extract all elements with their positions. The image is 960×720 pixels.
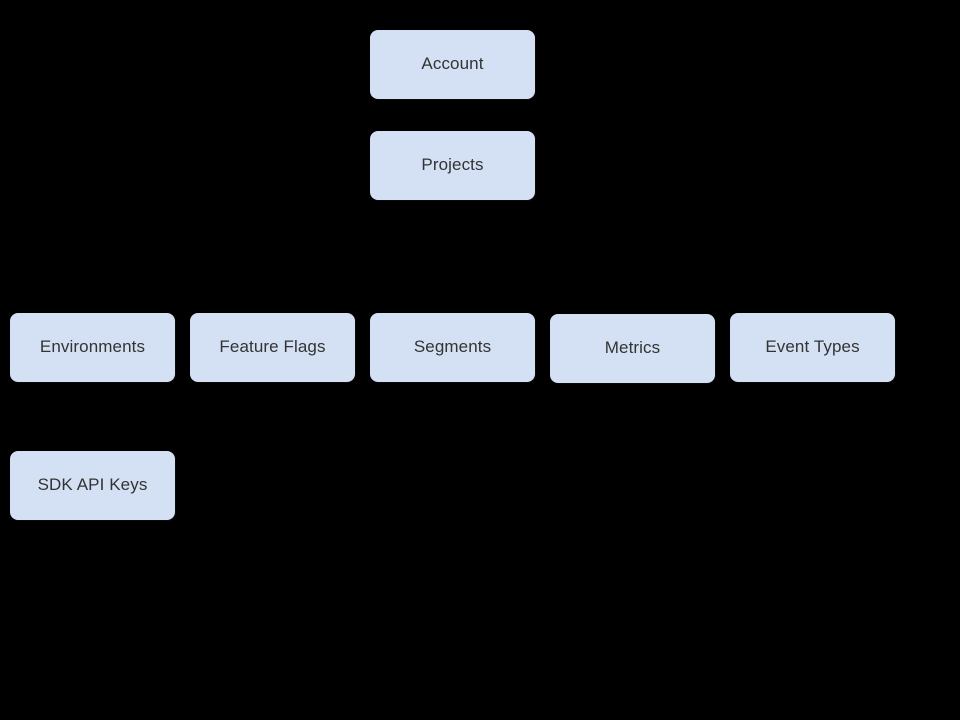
node-account[interactable]: Account bbox=[370, 30, 535, 99]
node-label-sdk-api-keys: SDK API Keys bbox=[37, 475, 148, 495]
node-metrics[interactable]: Metrics bbox=[550, 314, 715, 383]
node-label-projects: Projects bbox=[421, 155, 484, 175]
node-label-event-types: Event Types bbox=[765, 337, 860, 357]
node-label-metrics: Metrics bbox=[604, 338, 661, 358]
node-segments[interactable]: Segments bbox=[370, 313, 535, 382]
node-label-feature-flags: Feature Flags bbox=[219, 337, 326, 357]
node-environments[interactable]: Environments bbox=[10, 313, 175, 382]
node-projects[interactable]: Projects bbox=[370, 131, 535, 200]
node-event-types[interactable]: Event Types bbox=[730, 313, 895, 382]
node-label-environments: Environments bbox=[39, 337, 146, 357]
node-label-segments: Segments bbox=[413, 337, 492, 357]
node-feature-flags[interactable]: Feature Flags bbox=[190, 313, 355, 382]
node-label-account: Account bbox=[421, 54, 484, 74]
node-sdk-api-keys[interactable]: SDK API Keys bbox=[10, 451, 175, 520]
